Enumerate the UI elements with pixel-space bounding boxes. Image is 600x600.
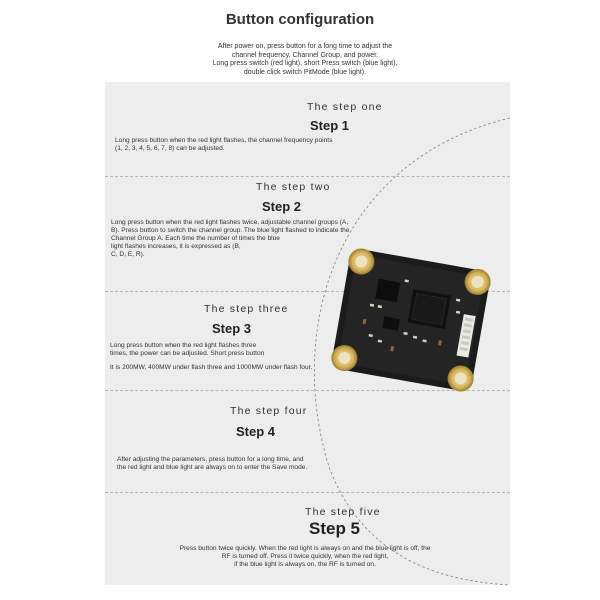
step-one-line: (1, 2, 3, 4, 5, 6, 7, 8) can be adjusted… (115, 145, 225, 152)
step-five-line: RF is turned off. Press it twice quickly… (221, 553, 389, 560)
step-three-label: The step three (204, 303, 289, 315)
step-divider (105, 291, 510, 292)
intro-line: channel frequency, Channel Group, and po… (231, 51, 379, 59)
step-five-description: Press button twice quickly. When the red… (140, 545, 470, 569)
step-two-label: The step two (256, 181, 331, 193)
step-one-line: Long press button when the red light fla… (115, 137, 333, 144)
step-two-title: Step 2 (262, 199, 302, 214)
step-two-line: B). Press button to switch the channel g… (111, 227, 350, 234)
step-two-line: light flashes increases, it is expressed… (111, 243, 241, 250)
step-three-line: It is 200MW, 400MW under flash three and… (110, 364, 313, 371)
step-three-line: times, the power can be adjusted. Short … (110, 350, 265, 357)
step-one-label: The step one (307, 101, 383, 113)
step-one-description: Long press button when the red light fla… (115, 137, 505, 153)
step-five-line: Press button twice quickly. When the red… (179, 545, 431, 552)
step-five-label: The step five (305, 506, 381, 518)
step-two-line: Long press button when the red light fla… (111, 219, 349, 226)
intro-line: double click switch PitMode (blue light)… (243, 68, 367, 76)
step-five-title: Step 5 (309, 519, 361, 538)
step-five-line: if the blue light is always on, the RF i… (234, 561, 376, 568)
step-four-label: The step four (230, 405, 308, 417)
step-four-title: Step 4 (236, 424, 276, 439)
step-three-line: Long press button when the red light fla… (110, 342, 257, 349)
step-two-description: Long press button when the red light fla… (111, 219, 411, 259)
step-four-description: After adjusting the parameters, press bu… (117, 456, 417, 472)
step-divider (105, 390, 510, 391)
step-three-description: Long press button when the red light fla… (110, 342, 360, 372)
intro-line: Long press switch (red light), short Pre… (212, 60, 398, 67)
vtx-board-image (331, 248, 491, 392)
step-one-title: Step 1 (310, 118, 350, 133)
step-divider (105, 176, 510, 177)
step-two-line: Channel Group A. Each time the number of… (111, 235, 280, 242)
page-title: Button configuration (225, 11, 375, 28)
step-four-line: After adjusting the parameters, press bu… (117, 456, 304, 463)
step-two-line: C, D, E, R). (111, 251, 145, 258)
intro-line: After power on, press button for a long … (217, 43, 393, 50)
intro-text: After power on, press button for a long … (170, 43, 440, 77)
step-three-title: Step 3 (212, 321, 252, 336)
step-four-line: the red light and blue light are always … (117, 464, 308, 471)
step-divider (105, 492, 510, 493)
